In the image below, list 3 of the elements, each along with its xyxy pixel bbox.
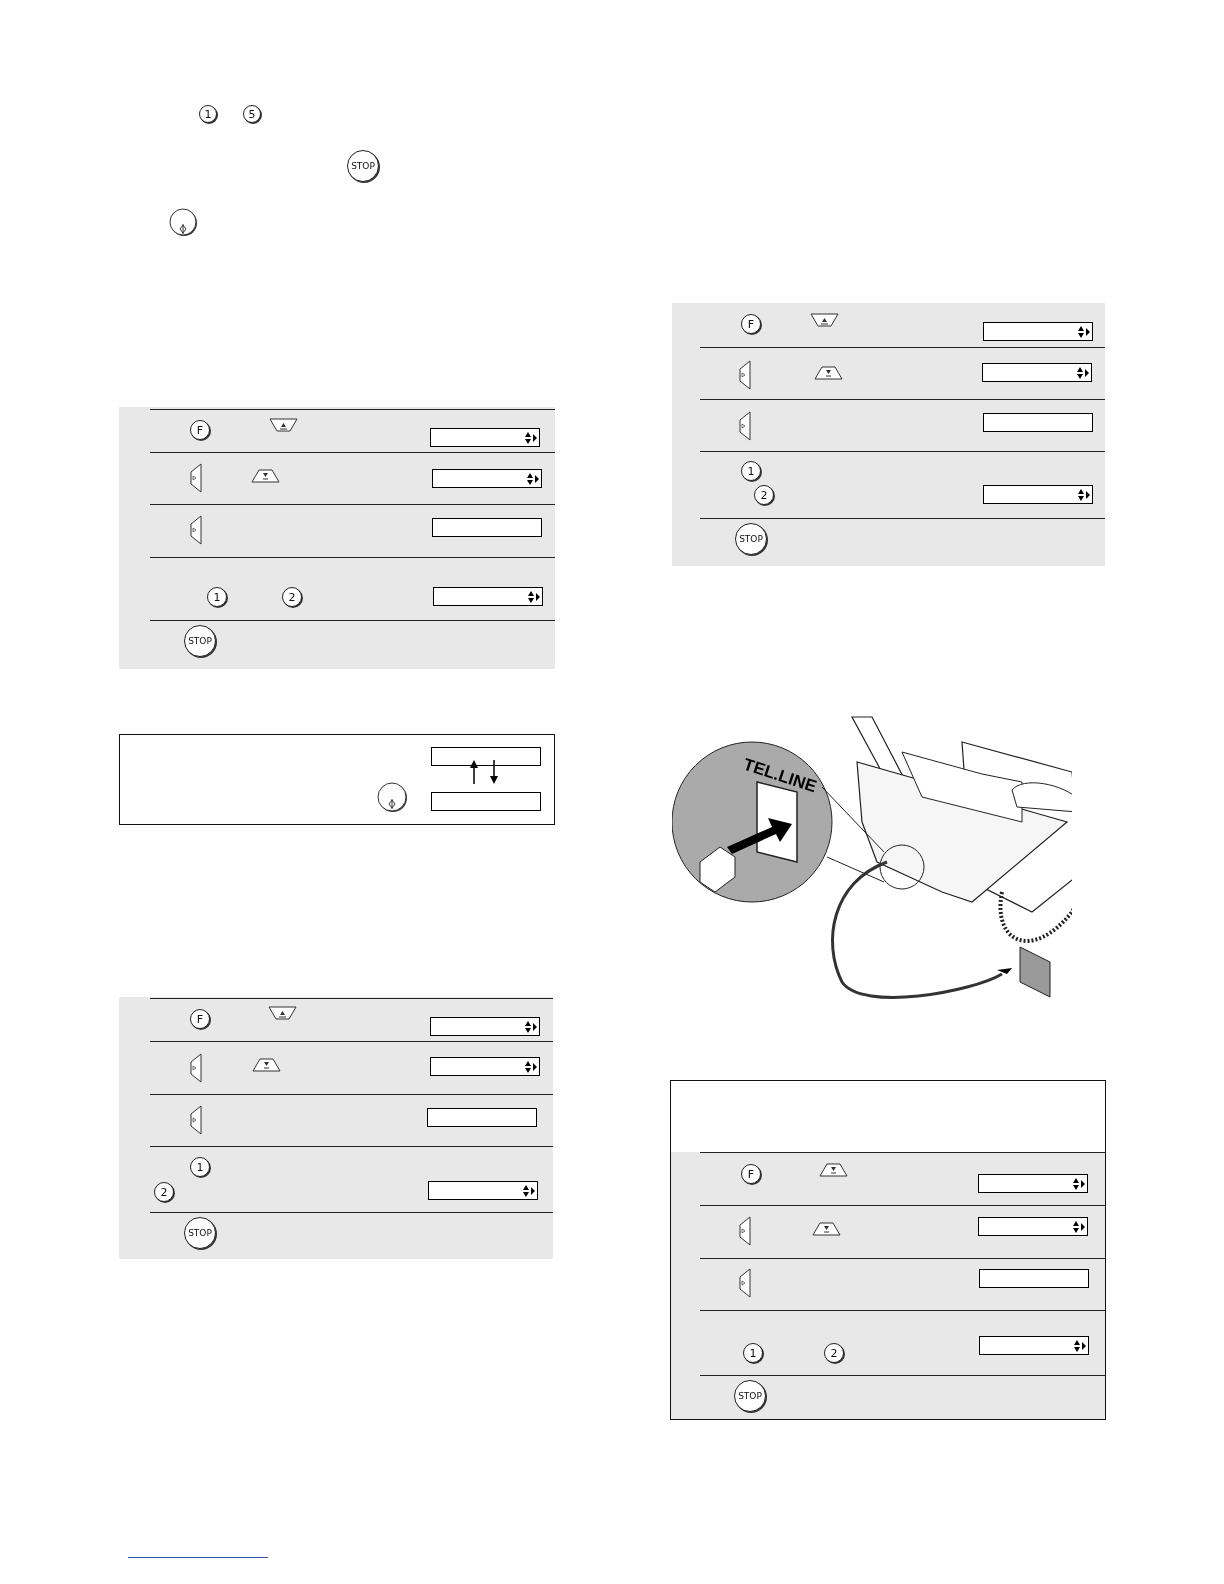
keypad-key: 1 <box>199 105 217 123</box>
keypad-key: 5 <box>243 105 261 123</box>
keypad-key: STOP <box>347 150 379 182</box>
